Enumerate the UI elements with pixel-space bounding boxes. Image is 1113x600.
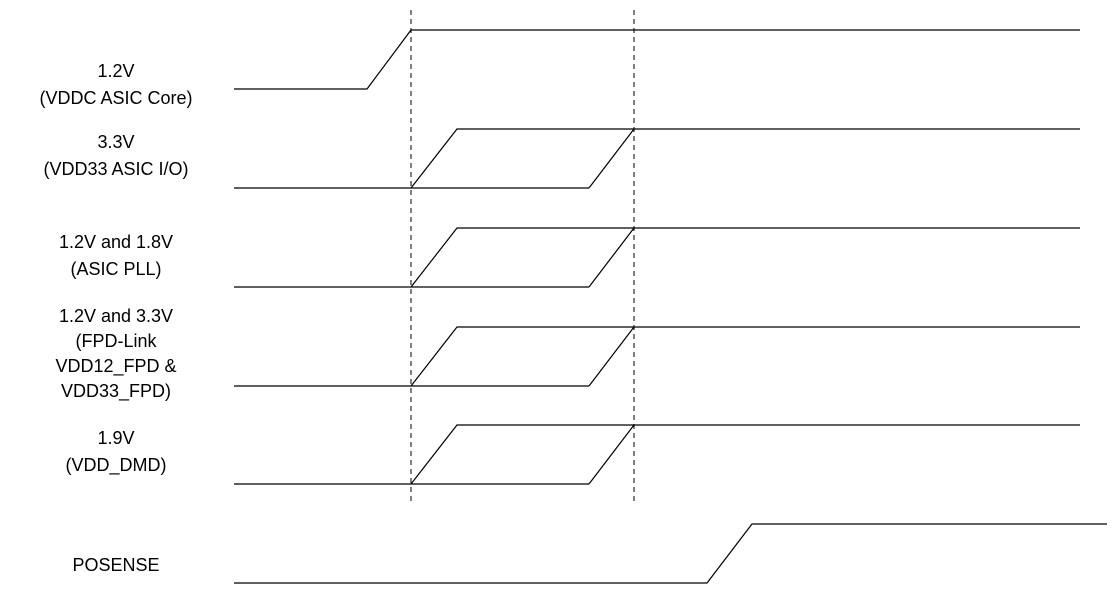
signal-label-vdd33: 3.3V [97,132,134,152]
signal-label-fpd: VDD12_FPD & [55,356,176,377]
waveform-dmd [234,424,1080,485]
waveform-pll [234,227,1080,288]
signal-label-vddc: (VDDC ASIC Core) [39,88,192,108]
waveform-fpd [234,326,1080,387]
signal-label-fpd: 1.2V and 3.3V [59,306,173,326]
signal-label-fpd: (FPD-Link [75,331,157,351]
signal-label-fpd: VDD33_FPD) [61,381,171,402]
signal-label-vddc: 1.2V [97,61,134,81]
waveform-posense [234,523,1107,584]
signal-label-dmd: 1.9V [97,428,134,448]
signal-label-pll: 1.2V and 1.8V [59,232,173,252]
waveform-vddc [234,29,1080,90]
signal-label-vdd33: (VDD33 ASIC I/O) [43,159,188,179]
signal-label-posense: POSENSE [72,555,159,575]
waveform-vdd33 [234,128,1080,189]
signal-label-dmd: (VDD_DMD) [66,455,167,476]
signal-label-pll: (ASIC PLL) [70,259,161,279]
